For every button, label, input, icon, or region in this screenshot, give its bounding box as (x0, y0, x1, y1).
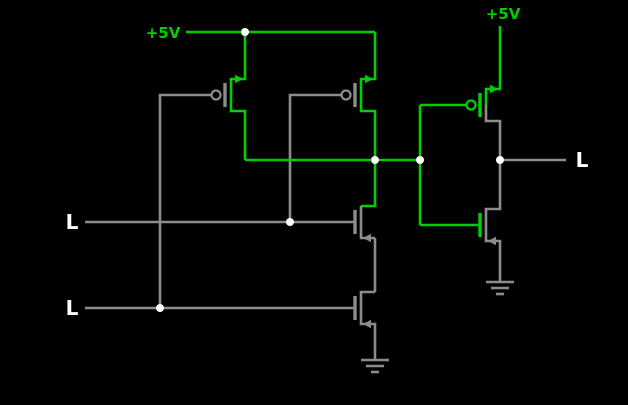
input-b-branch-wire[interactable] (158, 93, 211, 308)
inv-pmos-arrow-icon (490, 84, 498, 94)
inv-nmos-arrow-icon (488, 236, 496, 246)
nand-pmos-b[interactable] (340, 32, 377, 160)
supply-right-label[interactable]: +5V (486, 5, 521, 23)
inv-pmos-source-wire (484, 26, 502, 105)
pmos-a-arrow-icon (235, 74, 243, 84)
junction-dot (241, 28, 249, 36)
nmos-b-arrow-icon (363, 319, 371, 329)
nmos-a-drain-wire (361, 160, 377, 208)
nand-nmos-b[interactable] (353, 290, 377, 360)
input-a-branch-wire[interactable] (288, 93, 341, 222)
junction-dot (496, 156, 504, 164)
inv-pmos-gate-bubble-icon (465, 99, 477, 111)
output-label[interactable]: L (576, 148, 589, 172)
supply-left-label: +5V (146, 24, 181, 42)
pmos-b-gate-bubble-icon (340, 89, 352, 101)
nand-output-net-wire[interactable] (245, 105, 422, 225)
input-a-label[interactable]: L (66, 210, 79, 234)
inv-nmos-channel-wire (484, 160, 502, 282)
inverter-nmos[interactable] (478, 160, 502, 282)
ground-symbol-inverter[interactable] (486, 280, 514, 296)
inv-pmos-drain-wire (484, 105, 502, 160)
inverter-pmos[interactable] (465, 26, 502, 160)
nand-nmos-a[interactable] (353, 160, 377, 243)
input-b-label[interactable]: L (66, 296, 79, 320)
pmos-a-channel-wire (229, 32, 247, 160)
junction-dot (156, 304, 164, 312)
pmos-a-gate-bubble-icon (210, 89, 222, 101)
junction-dot (371, 156, 379, 164)
nand-pmos-a[interactable] (210, 32, 247, 160)
junction-dots (156, 28, 504, 312)
ground-symbol-nand[interactable] (361, 358, 389, 374)
junction-dot (286, 218, 294, 226)
pmos-b-arrow-icon (365, 74, 373, 84)
pmos-b-channel-wire (359, 32, 377, 160)
junction-dot (416, 156, 424, 164)
supply-rail-left[interactable]: +5V (146, 24, 375, 42)
nmos-b-channel-wire (359, 290, 377, 360)
nmos-a-arrow-icon (363, 233, 371, 243)
nmos-a-source-wire (359, 206, 375, 240)
